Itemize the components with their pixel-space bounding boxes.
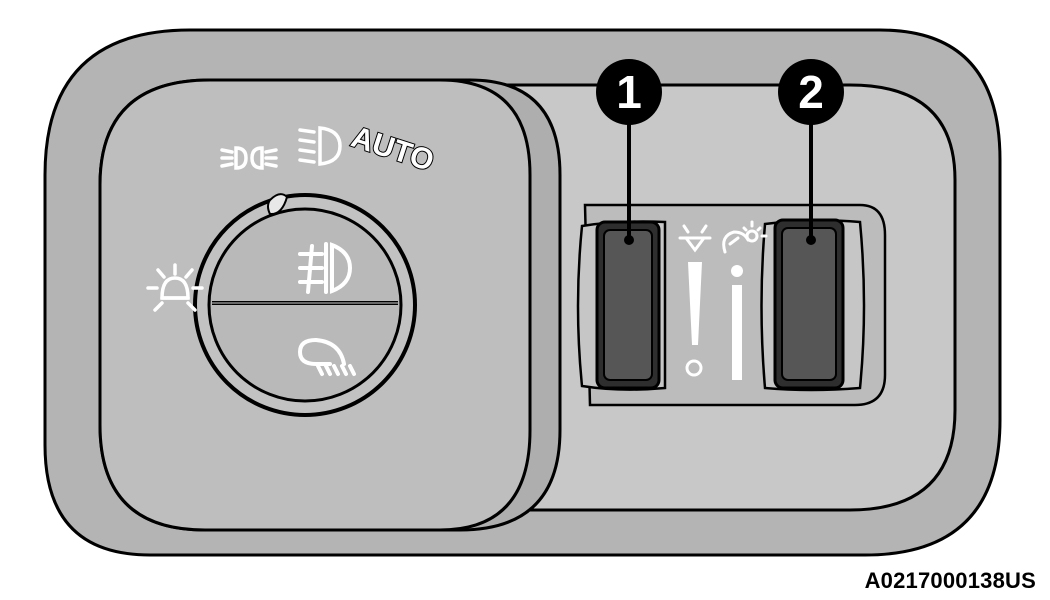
parking-lights-icon xyxy=(220,146,278,170)
thumbwheel-1[interactable] xyxy=(576,220,667,391)
dimmer-level-indicator xyxy=(731,265,743,380)
rear-fog-light-icon[interactable] xyxy=(298,242,353,294)
figure-code: A0217000138US xyxy=(864,568,1036,593)
dome-light-level-indicator xyxy=(685,262,703,377)
callout-2: 2 xyxy=(778,59,844,245)
instrument-panel-dimmer-icon xyxy=(722,220,768,254)
rotary-dial[interactable] xyxy=(193,193,417,417)
front-fog-light-icon[interactable] xyxy=(297,338,356,376)
dial-pointer-notch xyxy=(267,193,289,216)
low-beam-icon xyxy=(298,126,342,166)
callout-number-1: 1 xyxy=(616,66,642,118)
dome-light-icon xyxy=(678,224,712,253)
callout-number-2: 2 xyxy=(798,66,824,118)
callout-1: 1 xyxy=(596,59,662,245)
headlamps-off-icon xyxy=(146,263,204,312)
thumbwheel-2[interactable] xyxy=(760,218,866,392)
